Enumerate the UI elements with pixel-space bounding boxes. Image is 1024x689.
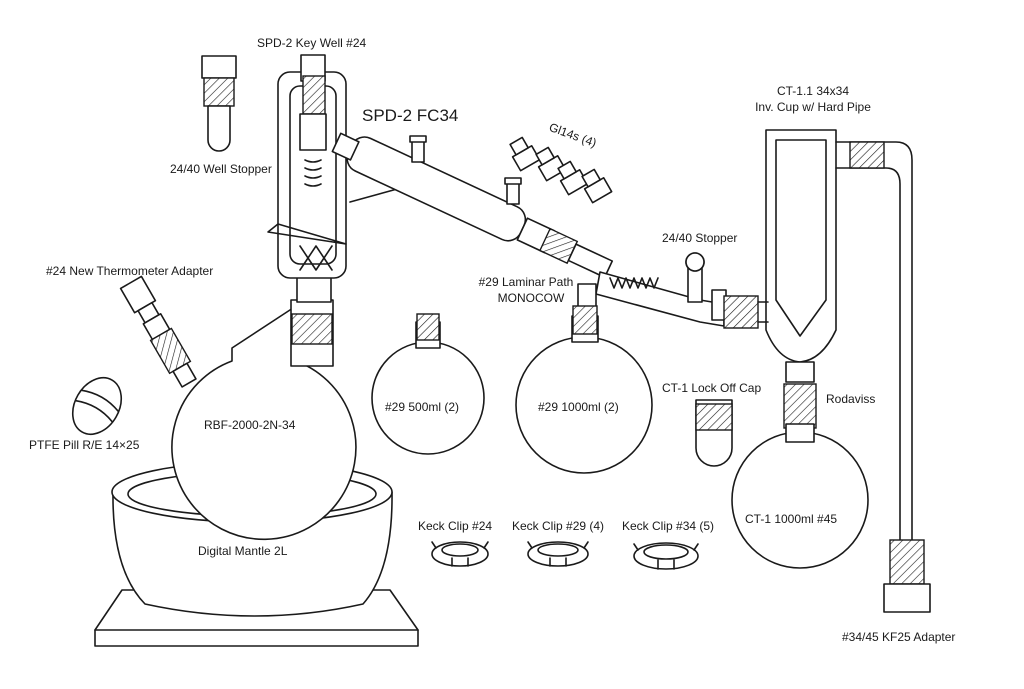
stopper-2440	[685, 252, 705, 272]
label-laminar-line2: MONOCOW	[497, 291, 565, 305]
label-kf25: #34/45 KF25 Adapter	[842, 630, 956, 644]
label-rbf: RBF-2000-2N-34	[204, 418, 296, 432]
label-key-well: SPD-2 Key Well #24	[257, 36, 367, 50]
label-flask-1000: #29 1000ml (2)	[538, 400, 619, 414]
label-stopper-2440: 24/40 Stopper	[662, 231, 738, 245]
kf25-adapter	[883, 539, 931, 613]
cold-trap-cup	[723, 129, 837, 429]
label-ct-cup-line2: Inv. Cup w/ Hard Pipe	[755, 100, 871, 114]
label-ct-lock-cap: CT-1 Lock Off Cap	[662, 381, 762, 395]
gl14-caps	[509, 136, 613, 204]
label-ct-cup-line1: CT-1.1 34x34	[776, 84, 850, 98]
label-laminar-line1: #29 Laminar Path	[478, 275, 574, 289]
label-rodaviss: Rodaviss	[826, 392, 876, 406]
thermometer-adapter	[119, 275, 197, 388]
keck-clip-24	[431, 541, 489, 567]
flask-1000ml	[515, 305, 653, 474]
label-spd-title: SPD-2 FC34	[362, 106, 459, 125]
keck-clip-34	[633, 542, 699, 570]
keck-clip-29	[527, 541, 589, 567]
label-ptfe-pill: PTFE Pill R/E 14×25	[29, 438, 140, 452]
ct-flask-1000ml	[731, 423, 869, 569]
short-path-head	[267, 54, 431, 303]
rbf-flask	[171, 299, 357, 541]
label-well-stopper: 24/40 Well Stopper	[170, 162, 272, 176]
flask-500ml	[371, 313, 485, 455]
label-mantle: Digital Mantle 2L	[198, 544, 288, 558]
lock-off-cap	[695, 399, 733, 467]
label-thermometer: #24 New Thermometer Adapter	[46, 264, 214, 278]
ptfe-pill	[71, 376, 123, 436]
label-ct-flask: CT-1 1000ml #45	[745, 512, 838, 526]
well-stopper	[201, 55, 237, 152]
label-flask-500: #29 500ml (2)	[385, 400, 460, 414]
label-keck-24: Keck Clip #24	[418, 519, 493, 533]
condenser-arm	[331, 132, 614, 279]
label-keck-29: Keck Clip #29 (4)	[512, 519, 605, 533]
hard-pipe	[835, 141, 913, 541]
label-keck-34: Keck Clip #34 (5)	[622, 519, 715, 533]
